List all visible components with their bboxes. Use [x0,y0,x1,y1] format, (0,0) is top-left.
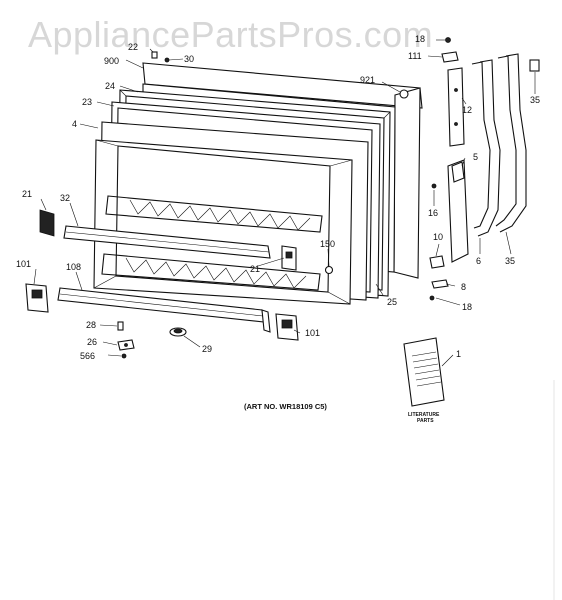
callout-101-left: 101 [16,259,31,269]
callout-566: 566 [80,351,95,361]
end-cap-21-right [281,245,297,271]
callout-108: 108 [66,262,81,272]
end-cap-101-right [275,313,299,341]
callout-18-top: 18 [415,34,425,44]
screw-30 [164,57,170,63]
literature-label-line2: PARTS [417,418,434,424]
callout-25: 25 [387,297,397,307]
end-cap-21-left [39,209,55,237]
part-150 [324,265,334,275]
literature-label-line1: LITERATURE [408,412,440,418]
art-number: (ART NO. WR18109 C5) [244,402,327,411]
cap-35 [529,59,540,72]
callout-4: 4 [72,119,77,129]
callout-29: 29 [202,344,212,354]
part-10 [429,255,445,269]
callout-35-lower: 35 [505,256,515,266]
callout-21-left: 21 [22,189,32,199]
callout-1: 1 [456,349,461,359]
handle-5 [447,159,469,263]
callout-26: 26 [87,337,97,347]
callout-22: 22 [128,42,138,52]
callout-6: 6 [476,256,481,266]
door-liner [93,121,369,305]
leader-lines [33,39,536,367]
plug-28 [117,321,124,331]
grommet-29 [169,327,187,337]
part-8 [431,279,449,289]
callout-30: 30 [184,54,194,64]
callout-18-bottom: 18 [462,302,472,312]
shelf-bar-lower [57,287,271,333]
callout-21-right: 21 [250,264,260,274]
callout-35-upper: 35 [530,95,540,105]
screw-16 [431,183,437,189]
shelf-bar-upper [63,225,271,259]
callout-111: 111 [408,51,422,61]
callout-32: 32 [60,193,70,203]
trim-strip-35 [495,53,527,233]
callout-12: 12 [462,105,472,115]
screw-566 [121,353,127,359]
callout-8: 8 [461,282,466,292]
literature-booklet [403,337,445,407]
callout-101-right: 101 [305,328,320,338]
trim-strip-6 [471,59,501,237]
callout-labels: 22 900 30 24 23 4 921 18 111 12 5 16 10 … [16,34,540,361]
end-cap-101-left [25,283,49,313]
callout-900: 900 [104,56,119,66]
hinge-bar-12 [447,67,465,147]
callout-16: 16 [428,208,438,218]
callout-921: 921 [360,75,375,85]
screw-18-bottom [429,295,435,301]
watermark: AppliancePartsPros.com [28,14,434,55]
hinge-18-top [445,37,451,43]
callout-5: 5 [473,152,478,162]
hinge-cap-111 [441,51,459,63]
bracket-26 [117,339,135,351]
callout-24: 24 [105,81,115,91]
screw-22 [151,51,158,59]
callout-10: 10 [433,232,443,242]
callout-23: 23 [82,97,92,107]
callout-28: 28 [86,320,96,330]
callout-150: 150 [320,239,335,249]
